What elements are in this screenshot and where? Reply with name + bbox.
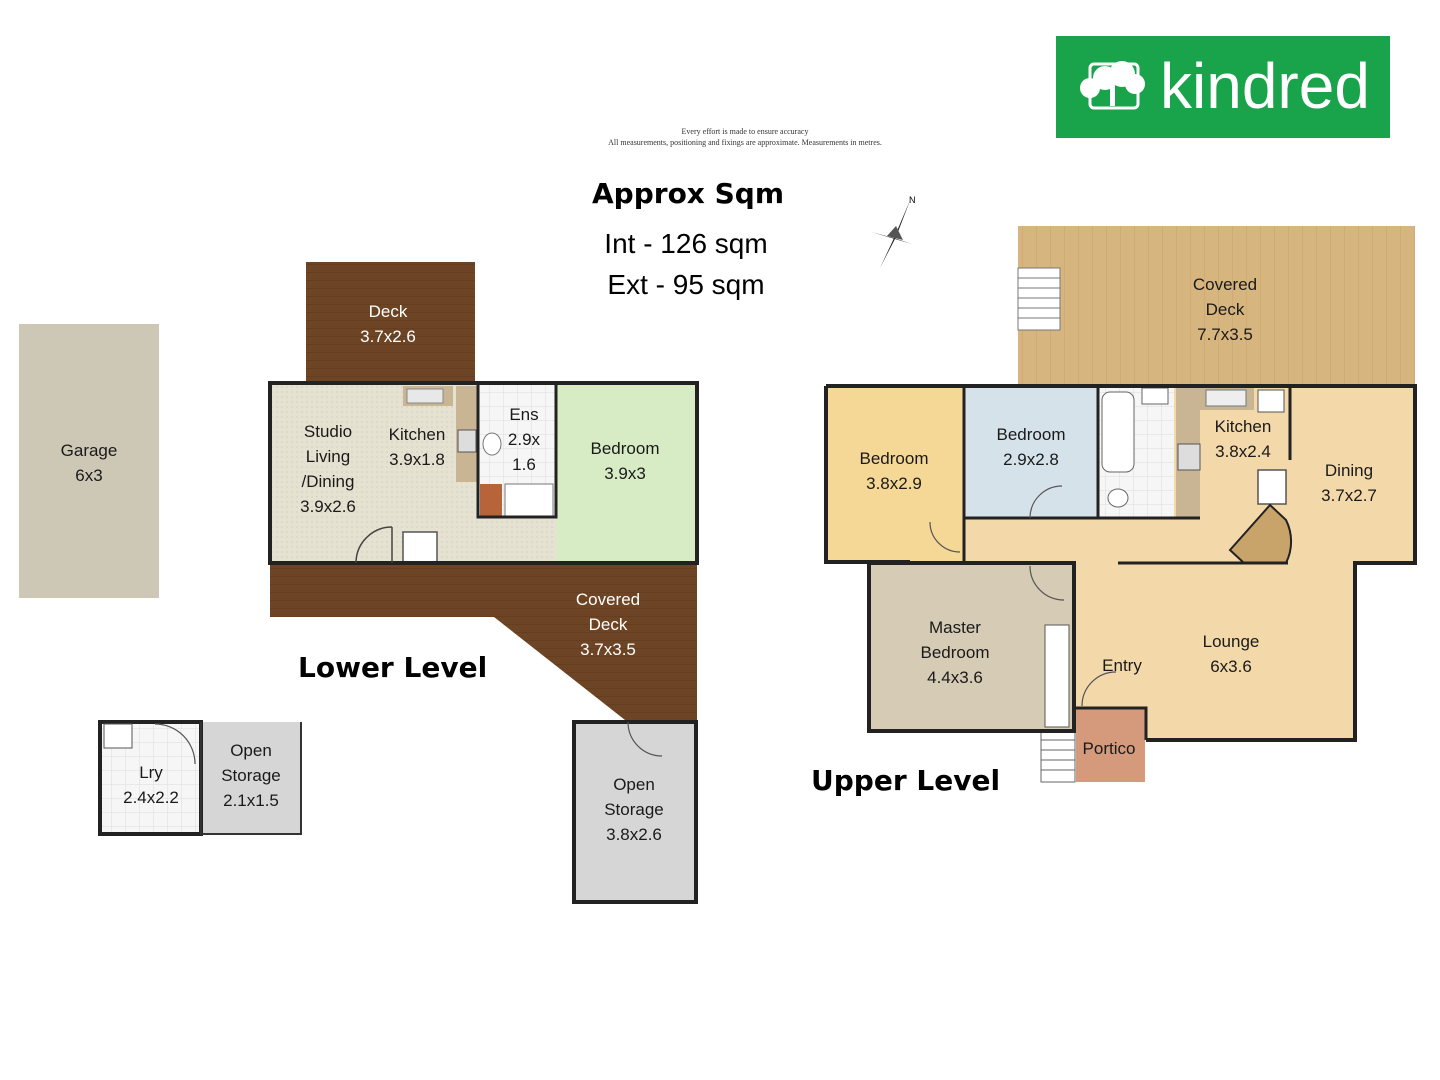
upper-bedroom-2-name: Bedroom <box>997 425 1066 444</box>
door-swing <box>355 526 393 564</box>
lower-kitchen-name: Kitchen <box>389 425 446 444</box>
open-storage-small-size: 2.1x1.5 <box>223 791 279 810</box>
studio-size: 3.9x2.6 <box>300 497 356 516</box>
lower-covered-deck-size: 3.7x3.5 <box>580 640 636 659</box>
cooktop-icon <box>457 429 477 453</box>
dishwasher-icon <box>1257 389 1285 413</box>
lower-covered-deck-l1: Covered <box>576 590 640 609</box>
compass-north: N <box>909 195 916 205</box>
lower-bedroom-name: Bedroom <box>591 439 660 458</box>
toilet-icon <box>482 432 502 456</box>
bathtub-icon <box>1101 391 1135 473</box>
lower-kitchen-size: 3.9x1.8 <box>389 450 445 469</box>
dining-name: Dining <box>1325 461 1373 480</box>
master-size: 4.4x3.6 <box>927 668 983 687</box>
upper-kitchen-size: 3.8x2.4 <box>1215 442 1271 461</box>
lower-covered-deck-l2: Deck <box>589 615 628 634</box>
ens-name: Ens <box>509 405 538 424</box>
upper-sink-icon <box>1205 389 1247 407</box>
portico-area <box>1076 708 1145 782</box>
cupboard <box>480 484 502 516</box>
upper-level-title: Upper Level <box>811 764 1000 797</box>
lower-deck-area <box>306 262 475 382</box>
upper-bedroom-2-size: 2.9x2.8 <box>1003 450 1059 469</box>
open-storage-small-l1: Open <box>230 741 272 760</box>
laundry-tub-icon <box>103 723 133 749</box>
master-l1: Master <box>929 618 981 637</box>
upper-covered-deck-l1: Covered <box>1193 275 1257 294</box>
deck-stairs <box>1017 267 1061 331</box>
garage-name: Garage <box>61 441 118 460</box>
master-l2: Bedroom <box>921 643 990 662</box>
lower-deck-size: 3.7x2.6 <box>360 327 416 346</box>
open-storage-large-l1: Open <box>613 775 655 794</box>
open-storage-small-area <box>201 722 301 834</box>
wardrobe <box>1044 624 1070 728</box>
lounge-name: Lounge <box>1203 632 1260 651</box>
upper-toilet-icon <box>1107 488 1129 508</box>
portico-name: Portico <box>1083 739 1136 758</box>
garage-size: 6x3 <box>75 466 102 485</box>
master-area <box>869 563 1074 731</box>
fridge-icon <box>402 531 438 563</box>
upper-covered-deck-size: 7.7x3.5 <box>1197 325 1253 344</box>
lry-name: Lry <box>139 763 163 782</box>
ens-l2: 2.9x <box>508 430 541 449</box>
upper-bedroom-1-size: 3.8x2.9 <box>866 474 922 493</box>
open-storage-large-area <box>574 722 696 902</box>
disclaimer-line-1: Every effort is made to ensure accuracy <box>682 127 809 136</box>
garage-area <box>19 324 159 598</box>
lower-deck-name: Deck <box>369 302 408 321</box>
area-heading: Approx Sqm <box>592 177 784 210</box>
sink-icon <box>406 388 444 404</box>
brand-name: kindred <box>1160 50 1370 122</box>
basin-icon <box>1141 387 1169 405</box>
open-storage-large-size: 3.8x2.6 <box>606 825 662 844</box>
lower-covered-deck-area <box>270 563 697 720</box>
kindred-logo: kindred <box>1056 36 1390 138</box>
studio-l2: Living <box>306 447 350 466</box>
lower-level-title: Lower Level <box>298 651 487 684</box>
upper-cooktop-icon <box>1177 443 1201 471</box>
upper-covered-deck-l2: Deck <box>1206 300 1245 319</box>
disclaimer-line-2: All measurements, positioning and fixing… <box>608 138 882 147</box>
open-storage-small-l2: Storage <box>221 766 281 785</box>
entry-name: Entry <box>1102 656 1142 675</box>
lry-size: 2.4x2.2 <box>123 788 179 807</box>
upper-bedroom-1-name: Bedroom <box>860 449 929 468</box>
compass-icon: N <box>871 195 916 268</box>
studio-l3: /Dining <box>302 472 355 491</box>
tree-icon <box>1080 61 1145 110</box>
lower-bedroom-area <box>556 383 697 563</box>
shower-icon <box>504 483 554 517</box>
upper-bedroom-2-area <box>964 386 1098 518</box>
upper-fridge-icon <box>1257 469 1287 505</box>
area-external: Ext - 95 sqm <box>607 269 764 300</box>
open-storage-large-l2: Storage <box>604 800 664 819</box>
upper-bedroom-1-area <box>826 386 964 562</box>
studio-l1: Studio <box>304 422 352 441</box>
dining-size: 3.7x2.7 <box>1321 486 1377 505</box>
lower-bedroom-size: 3.9x3 <box>604 464 646 483</box>
portico-stairs <box>1040 729 1076 783</box>
lounge-size: 6x3.6 <box>1210 657 1252 676</box>
area-internal: Int - 126 sqm <box>604 228 767 259</box>
ens-l3: 1.6 <box>512 455 536 474</box>
upper-covered-deck-area <box>1018 226 1415 384</box>
upper-kitchen-name: Kitchen <box>1215 417 1272 436</box>
